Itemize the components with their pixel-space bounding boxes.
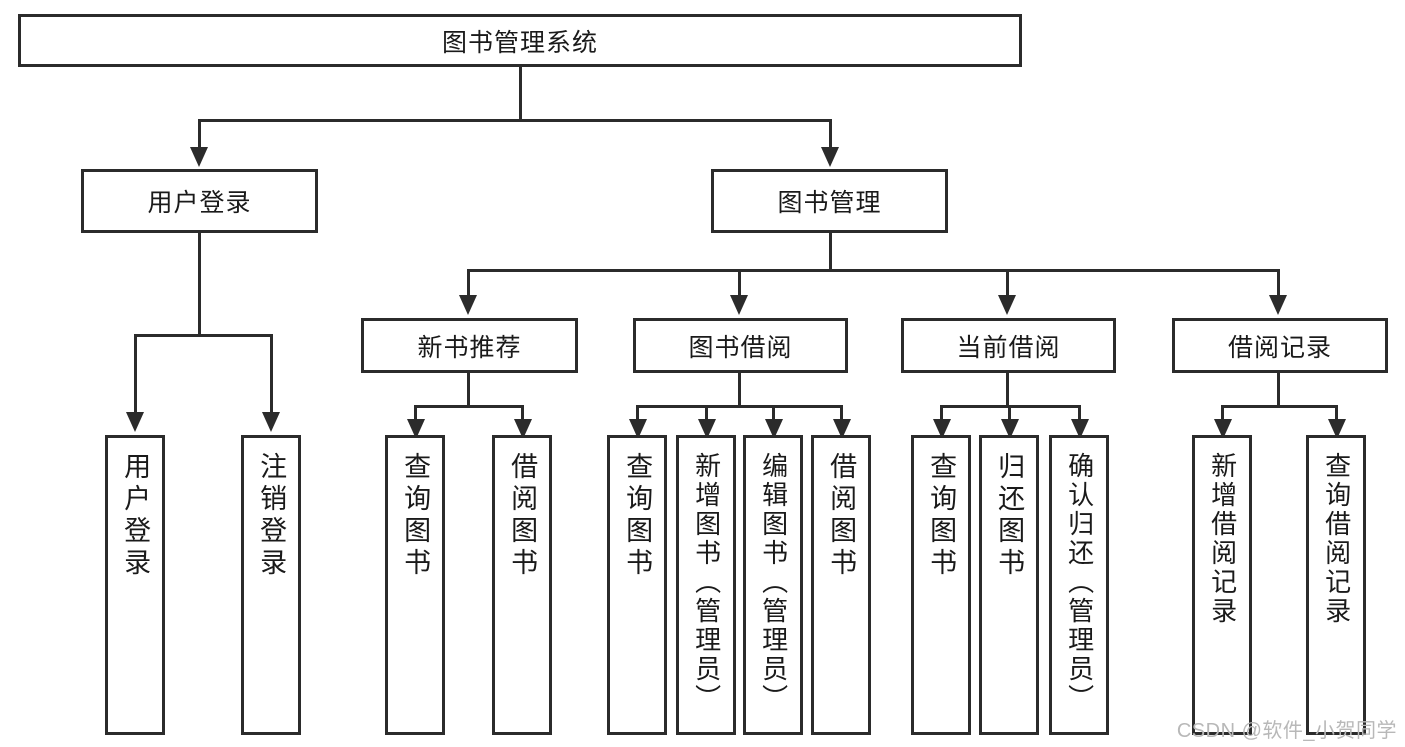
leaf-label: 查询图书 (400, 452, 431, 580)
node-user-login[interactable]: 用户登录 (81, 169, 318, 233)
connector-user-login-drop-2 (270, 334, 273, 414)
leaf-user-login[interactable]: 用户登录 (105, 435, 165, 735)
leaf-label: 新增借阅记录 (1207, 452, 1238, 626)
leaf-nbr-query-book[interactable]: 查询图书 (385, 435, 445, 735)
node-new-book-recommend[interactable]: 新书推荐 (361, 318, 578, 373)
connector-root-drop-2 (829, 119, 832, 149)
node-label: 图书借阅 (688, 333, 793, 362)
connector-bb-drop-3 (772, 405, 775, 421)
arrow-cb-child-3 (1071, 419, 1089, 439)
connector-root-bar (198, 119, 832, 122)
leaf-br-add-record[interactable]: 新增借阅记录 (1192, 435, 1252, 735)
connector-book-management-bar (467, 269, 1280, 272)
connector-br-trunk (1277, 373, 1280, 406)
arrow-to-user-login (190, 147, 208, 167)
connector-bm-drop-3 (1006, 269, 1009, 297)
connector-bb-trunk (738, 373, 741, 406)
arrow-cb-child-1 (933, 419, 951, 439)
leaf-cb-confirm-return-admin[interactable]: 确认归还（管理员） (1049, 435, 1109, 735)
arrow-nbr-child-1 (407, 419, 425, 439)
leaf-bb-edit-book-admin[interactable]: 编辑图书（管理员） (743, 435, 803, 735)
connector-user-login-bar (134, 334, 273, 337)
connector-root-drop-1 (198, 119, 201, 149)
leaf-label: 新增图书（管理员） (691, 452, 722, 713)
leaf-bb-borrow-book[interactable]: 借阅图书 (811, 435, 871, 735)
node-root-book-management-system[interactable]: 图书管理系统 (18, 14, 1022, 67)
node-label: 用户登录 (147, 189, 252, 217)
node-book-management[interactable]: 图书管理 (711, 169, 948, 233)
leaf-label: 用户登录 (120, 452, 151, 580)
connector-nbr-trunk (467, 373, 470, 406)
connector-bb-drop-2 (705, 405, 708, 421)
leaf-label: 借阅图书 (507, 452, 538, 580)
arrow-bb-child-1 (629, 419, 647, 439)
connector-br-drop-2 (1335, 405, 1338, 421)
arrow-br-child-2 (1328, 419, 1346, 439)
arrow-to-new-book-recommend (459, 295, 477, 315)
connector-nbr-bar (414, 405, 524, 408)
leaf-label: 编辑图书（管理员） (758, 452, 789, 713)
leaf-nbr-borrow-book[interactable]: 借阅图书 (492, 435, 552, 735)
leaf-bb-add-book-admin[interactable]: 新增图书（管理员） (676, 435, 736, 735)
arrow-to-leaf-user-login (126, 412, 144, 432)
node-label: 借阅记录 (1227, 333, 1332, 362)
connector-cb-drop-1 (940, 405, 943, 421)
leaf-label: 查询借阅记录 (1321, 452, 1352, 626)
leaf-cb-query-book[interactable]: 查询图书 (911, 435, 971, 735)
arrow-to-current-borrow (998, 295, 1016, 315)
node-book-borrow[interactable]: 图书借阅 (633, 318, 848, 373)
node-current-borrow[interactable]: 当前借阅 (901, 318, 1116, 373)
node-borrow-record[interactable]: 借阅记录 (1172, 318, 1388, 373)
leaf-logout[interactable]: 注销登录 (241, 435, 301, 735)
leaf-br-query-record[interactable]: 查询借阅记录 (1306, 435, 1366, 735)
leaf-label: 确认归还（管理员） (1064, 452, 1095, 713)
arrow-to-borrow-record (1269, 295, 1287, 315)
leaf-label: 查询图书 (926, 452, 957, 580)
arrow-nbr-child-2 (514, 419, 532, 439)
connector-nbr-drop-2 (521, 405, 524, 421)
arrow-bb-child-2 (698, 419, 716, 439)
connector-bb-drop-1 (636, 405, 639, 421)
arrow-to-book-borrow (730, 295, 748, 315)
watermark-text: CSDN @软件_小贺同学 (1176, 720, 1397, 742)
connector-cb-drop-3 (1078, 405, 1081, 421)
leaf-label: 注销登录 (256, 452, 287, 580)
node-label: 当前借阅 (956, 333, 1061, 362)
arrow-to-leaf-logout (262, 412, 280, 432)
arrow-br-child-1 (1214, 419, 1232, 439)
connector-user-login-drop-1 (134, 334, 137, 414)
connector-cb-drop-2 (1008, 405, 1011, 421)
node-label: 图书管理系统 (441, 28, 598, 57)
node-label: 新书推荐 (417, 333, 522, 362)
connector-bm-drop-1 (467, 269, 470, 297)
connector-br-bar (1221, 405, 1338, 408)
leaf-label: 借阅图书 (826, 452, 857, 580)
connector-user-login-trunk (198, 233, 201, 335)
leaf-cb-return-book[interactable]: 归还图书 (979, 435, 1039, 735)
connector-cb-trunk (1006, 373, 1009, 406)
arrow-bb-child-3 (765, 419, 783, 439)
arrow-to-book-management (821, 147, 839, 167)
leaf-label: 归还图书 (994, 452, 1025, 580)
node-label: 图书管理 (777, 189, 882, 217)
connector-br-drop-1 (1221, 405, 1224, 421)
connector-bm-drop-4 (1277, 269, 1280, 297)
leaf-bb-query-book[interactable]: 查询图书 (607, 435, 667, 735)
connector-bm-drop-2 (738, 269, 741, 297)
connector-root-trunk (519, 67, 522, 120)
leaf-label: 查询图书 (622, 452, 653, 580)
connector-bb-bar (636, 405, 843, 408)
connector-book-management-trunk (829, 233, 832, 270)
connector-bb-drop-4 (840, 405, 843, 421)
arrow-bb-child-4 (833, 419, 851, 439)
arrow-cb-child-2 (1001, 419, 1019, 439)
connector-nbr-drop-1 (414, 405, 417, 421)
